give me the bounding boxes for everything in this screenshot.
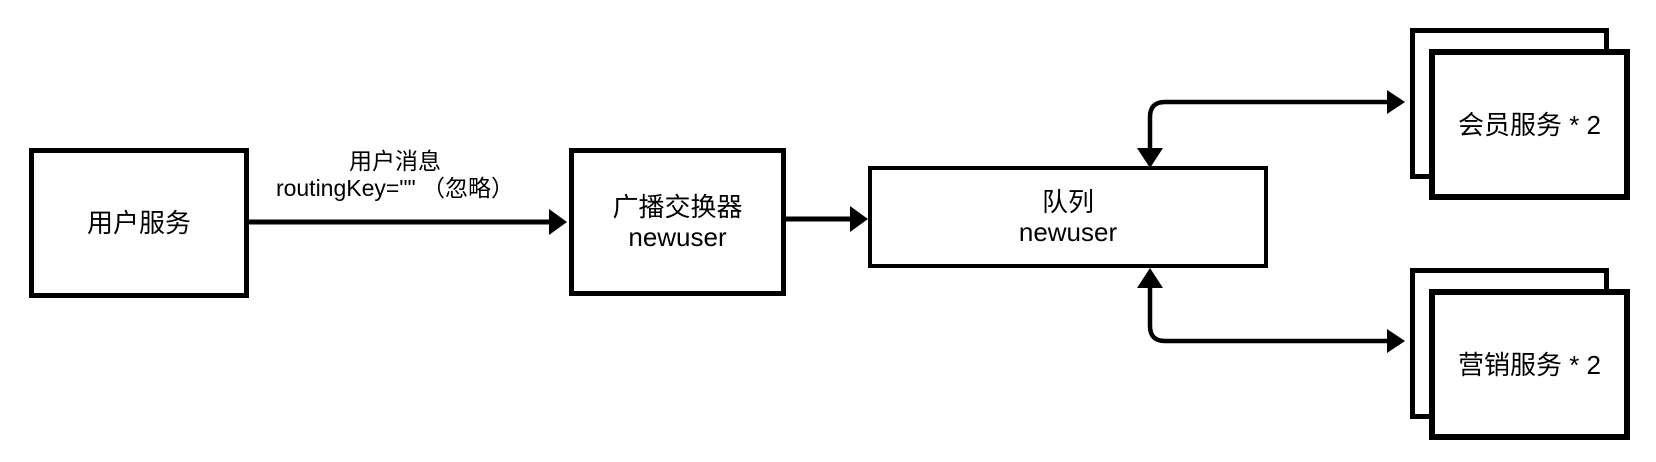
node-member-service-label: 会员服务 * 2 xyxy=(1457,109,1602,140)
edge-label-line2: routingKey="" （忽略） xyxy=(275,175,515,201)
node-queue: 队列 newuser xyxy=(868,166,1268,268)
arrow-exchange-to-queue xyxy=(785,206,868,232)
node-broadcast-exchange-name: 广播交换器 xyxy=(612,192,743,222)
edge-label-line1: 用户消息 xyxy=(349,148,441,174)
node-marketing-service: 营销服务 * 2 xyxy=(1429,289,1630,440)
edge-label-user-message: 用户消息 routingKey="" （忽略） xyxy=(240,148,550,202)
node-queue-name: 队列 xyxy=(1041,187,1094,217)
node-queue-id: newuser xyxy=(1018,217,1118,247)
arrow-queue-to-member-service xyxy=(1137,90,1405,168)
node-marketing-service-label: 营销服务 * 2 xyxy=(1457,349,1602,380)
node-member-service: 会员服务 * 2 xyxy=(1429,49,1630,200)
node-user-service: 用户服务 xyxy=(29,148,249,298)
node-broadcast-exchange: 广播交换器 newuser xyxy=(569,148,786,296)
node-user-service-label: 用户服务 xyxy=(86,208,191,238)
arrow-user-to-exchange xyxy=(248,209,567,235)
node-broadcast-exchange-id: newuser xyxy=(628,222,727,252)
arrow-queue-to-marketing-service xyxy=(1137,268,1405,353)
